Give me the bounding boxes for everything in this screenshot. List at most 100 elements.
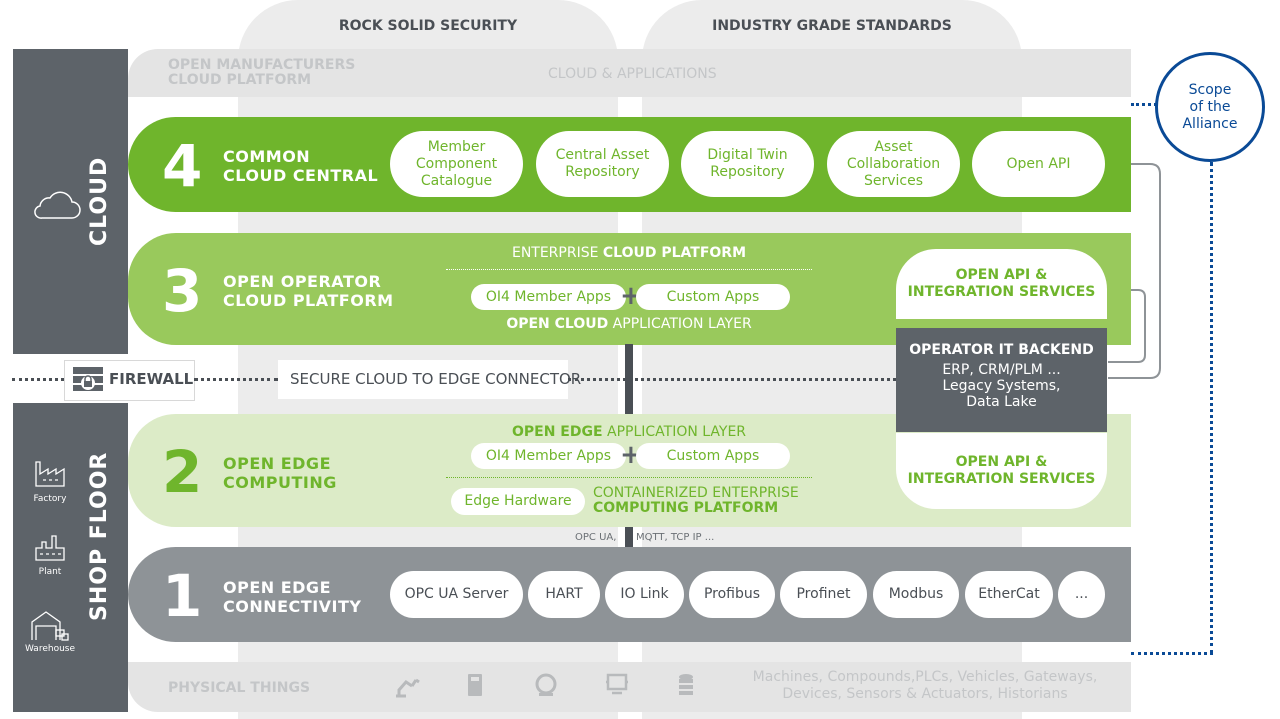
gauge-icon <box>535 673 557 696</box>
layer2-oi4-member-apps-pill: OI4 Member Apps <box>471 443 626 469</box>
enterprise-divider <box>446 269 812 270</box>
cloud-platform-label: CLOUD PLATFORM <box>602 245 747 261</box>
modbus-pill: Modbus <box>873 571 959 618</box>
operator-it-backend-line1: ERP, CRM/PLM ... <box>942 362 1061 378</box>
layer2-plus-icon: + <box>620 440 642 470</box>
backend-connector-lines <box>1108 163 1161 379</box>
layer2-title-line1: OPEN EDGE <box>223 454 331 473</box>
edge-connectivity-connector-bar <box>625 527 633 549</box>
digital-twin-repository-line1: Digital Twin <box>707 147 788 163</box>
enterprise-cloud-platform-label: ENTERPRISE CLOUD PLATFORM <box>446 245 812 261</box>
layer4-title-line1: COMMON <box>223 147 311 166</box>
open-api-pill: Open API <box>972 131 1105 197</box>
layer1-number: 1 <box>162 562 203 630</box>
layer1-title: OPEN EDGE CONNECTIVITY <box>223 578 362 616</box>
plant-icon <box>35 535 65 561</box>
open-api-label: Open API <box>1006 155 1071 172</box>
layer3-title-line1: OPEN OPERATOR <box>223 272 382 291</box>
layer2-number: 2 <box>162 438 203 506</box>
layer2-open-api-pill: OPEN API &INTEGRATION SERVICES <box>896 433 1107 509</box>
layer1-title-line1: OPEN EDGE <box>223 578 331 597</box>
connector-label: SECURE CLOUD TO EDGE CONNECTOR <box>290 370 582 388</box>
firewall-line-left <box>12 378 64 381</box>
asset-collaboration-services-line2: Collaboration <box>846 155 941 172</box>
shop-floor-sidebar <box>13 403 128 712</box>
cloud-icon <box>34 191 81 219</box>
cloud-applications-bar <box>128 49 1131 97</box>
central-asset-repository-line2: Repository <box>565 164 640 180</box>
scope-line2: of the <box>1189 98 1231 115</box>
member-component-catalogue-line1: Member <box>427 138 486 155</box>
firewall-line-right <box>568 378 896 381</box>
layer4-title-line2: CLOUD CENTRAL <box>223 166 379 185</box>
database-icon <box>679 674 693 695</box>
containerized-line1: CONTAINERIZED ENTERPRISE <box>593 485 799 501</box>
scope-line3: Alliance <box>1182 115 1238 132</box>
hart-pill: HART <box>528 571 600 618</box>
cloud-edge-connector-bar <box>625 344 633 416</box>
edge-application-layer-label: APPLICATION LAYER <box>602 424 747 440</box>
profibus-pill: Profibus <box>689 571 775 618</box>
profinet-pill: Profinet <box>780 571 867 618</box>
layer3-open-api-line1: OPEN API & <box>955 267 1048 283</box>
cloud-applications-label: CLOUD & APPLICATIONS <box>548 66 717 82</box>
physical-things-bar <box>128 662 1131 712</box>
containerized-platform-label: CONTAINERIZED ENTERPRISE COMPUTING PLATF… <box>593 486 799 516</box>
member-component-catalogue-line2: Component <box>415 155 498 172</box>
edge-divider <box>446 477 812 478</box>
open-cloud-label: OPEN CLOUD <box>506 316 609 332</box>
scope-line1: Scope <box>1188 81 1232 98</box>
warehouse-label: Warehouse <box>24 644 76 654</box>
firewall-icon <box>73 367 103 391</box>
firewall-label: FIREWALL <box>109 370 194 388</box>
factory-icon <box>35 461 65 487</box>
central-asset-repository-line1: Central Asset <box>555 147 650 163</box>
connector-box <box>278 360 568 399</box>
robot-arm-icon <box>396 678 420 698</box>
operator-it-backend-box: OPERATOR IT BACKEND ERP, CRM/PLM ... Leg… <box>896 328 1107 432</box>
layer2-open-api-line1: OPEN API & <box>955 454 1048 470</box>
device-icon <box>606 673 628 695</box>
digital-twin-repository-line2: Repository <box>710 164 785 180</box>
layer4-number: 4 <box>162 132 203 200</box>
scope-circle: Scope of the Alliance <box>1155 52 1265 162</box>
layer2-open-api-line2: INTEGRATION SERVICES <box>907 471 1096 487</box>
application-layer-label: APPLICATION LAYER <box>608 316 752 332</box>
io-link-pill: IO Link <box>605 571 684 618</box>
shop-floor-label: SHOP FLOOR <box>87 451 112 621</box>
operator-it-backend-line3: Data Lake <box>966 394 1037 410</box>
layer3-open-api-pill: OPEN API &INTEGRATION SERVICES <box>896 249 1107 319</box>
layer1-title-line2: CONNECTIVITY <box>223 597 362 616</box>
scope-dotted-top <box>1131 103 1157 106</box>
physical-things-description: Machines, Compounds,PLCs, Vehicles, Gate… <box>720 669 1130 703</box>
physical-things-desc-line2: Devices, Sensors & Actuators, Historians <box>782 686 1068 702</box>
open-cloud-application-layer-label: OPEN CLOUD APPLICATION LAYER <box>446 316 812 332</box>
layer3-number: 3 <box>162 257 203 325</box>
layer3-plus-icon: + <box>620 281 642 311</box>
operator-it-backend-title: OPERATOR IT BACKEND <box>909 342 1094 358</box>
layer3-open-api-line2: INTEGRATION SERVICES <box>907 284 1096 300</box>
controller-icon <box>468 674 482 696</box>
more-protocols-pill: ... <box>1058 571 1105 618</box>
scope-dotted-bottom <box>1131 652 1213 655</box>
layer4-title: COMMON CLOUD CENTRAL <box>223 147 378 185</box>
enterprise-label: ENTERPRISE <box>511 245 603 261</box>
omcp-title: OPEN MANUFACTURERS CLOUD PLATFORM <box>168 58 355 88</box>
containerized-line2: COMPUTING PLATFORM <box>593 500 779 516</box>
layer3-custom-apps-pill: Custom Apps <box>636 284 790 310</box>
layer3-oi4-member-apps-pill: OI4 Member Apps <box>471 284 626 310</box>
open-edge-label: OPEN EDGE <box>511 424 603 440</box>
ethercat-pill: EtherCat <box>965 571 1053 618</box>
open-edge-application-layer-label: OPEN EDGE APPLICATION LAYER <box>446 424 812 440</box>
physical-things-desc-line1: Machines, Compounds,PLCs, Vehicles, Gate… <box>752 669 1098 685</box>
layer2-title: OPEN EDGE COMPUTING <box>223 454 337 492</box>
factory-label: Factory <box>33 494 67 504</box>
plant-label: Plant <box>38 567 62 577</box>
security-column-title: ROCK SOLID SECURITY <box>338 18 518 34</box>
omcp-title-line1: OPEN MANUFACTURERS <box>168 57 356 73</box>
physical-things-title: PHYSICAL THINGS <box>168 680 311 696</box>
layer2-title-line2: COMPUTING <box>223 473 337 492</box>
